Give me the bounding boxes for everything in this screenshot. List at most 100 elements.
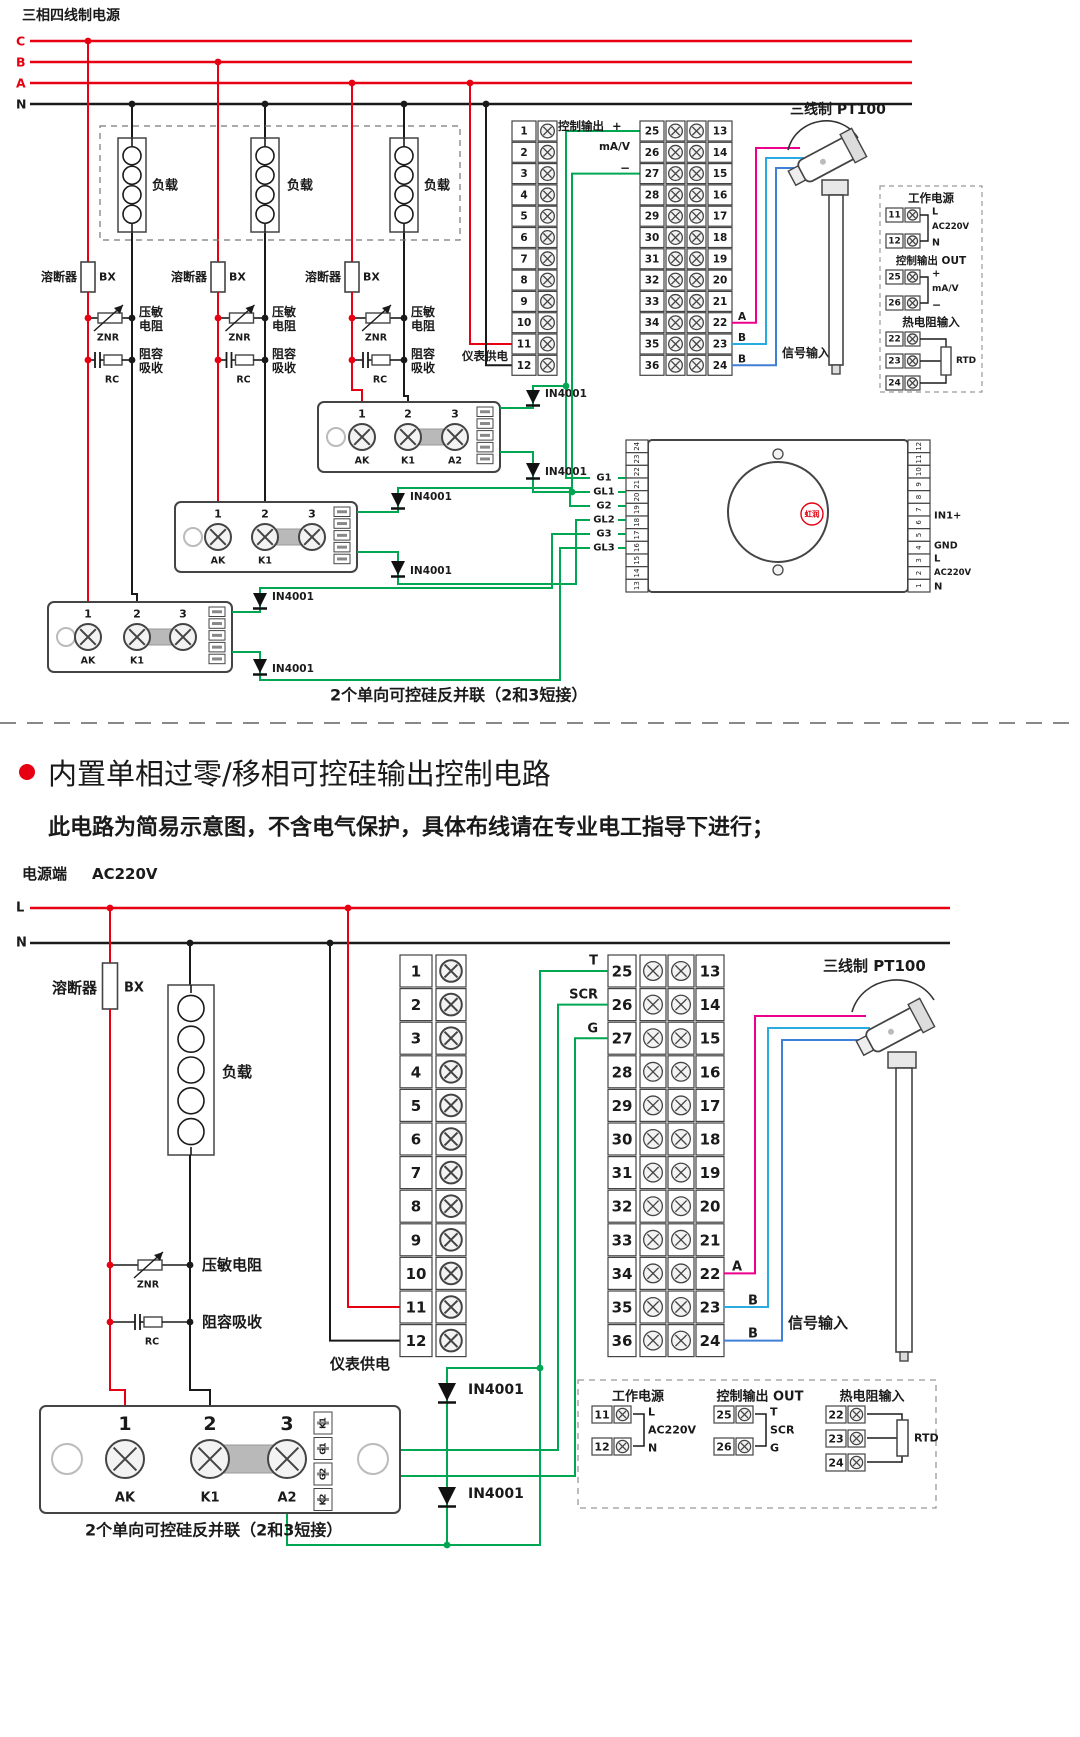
label: 溶断器 [305, 269, 342, 284]
terminal-number: 25 [612, 963, 633, 981]
pt100-sensor-head [787, 127, 868, 187]
varistor-icon [97, 312, 123, 324]
box [639, 269, 665, 291]
junction-dot [482, 100, 490, 108]
terminal-number: 15 [713, 168, 728, 180]
terminal-number: 28 [645, 189, 660, 201]
module-terminal-label: AK [115, 1491, 136, 1506]
screw-terminal [123, 623, 151, 651]
varistor-code: ZNR [365, 333, 388, 344]
rtd-resistor [896, 1419, 909, 1457]
terminal-number: 34 [612, 1265, 633, 1283]
screw-terminal [906, 355, 919, 367]
meter-terminal-number: 8 [915, 495, 923, 499]
label: B [748, 1327, 758, 1342]
screw-terminal [668, 336, 683, 352]
label: 溶断器 [171, 269, 208, 284]
caption: 2个单向可控硅反并联（2和3短接） [85, 1521, 342, 1540]
terminal-number: 33 [645, 296, 660, 308]
box [707, 205, 733, 227]
box [695, 1189, 725, 1223]
screw-terminal [849, 1407, 864, 1422]
diode-label: IN4001 [468, 1382, 524, 1398]
box [639, 354, 665, 376]
middle-section-heading: 内置单相过零/移相可控硅输出控制电路此电路为简易示意图，不含电气保护，具体布线请… [0, 722, 1080, 841]
terminal-number: 21 [700, 1231, 721, 1249]
box [399, 1189, 433, 1223]
screw-terminal [169, 623, 197, 651]
terminal-number: 26 [888, 299, 901, 309]
label: L [648, 1406, 655, 1419]
screw-terminal [642, 1162, 664, 1183]
screw-terminal [670, 1128, 692, 1150]
coil-loop [177, 1056, 205, 1084]
label: N [932, 238, 940, 249]
box [511, 248, 537, 270]
terminal-number: 8 [520, 275, 527, 287]
screw-terminal [441, 423, 469, 451]
screw-terminal [668, 272, 683, 288]
meter-terminal-number: 14 [633, 568, 641, 577]
junction-dot [400, 356, 408, 364]
module-terminal-label: K1 [401, 456, 415, 467]
box [607, 987, 637, 1022]
wire [334, 1037, 608, 1477]
legend-panel [577, 1379, 937, 1509]
meter-terminal-number: 22 [633, 467, 641, 476]
screw-terminal [668, 293, 683, 309]
screw-terminal [689, 166, 704, 182]
screw-terminal [670, 1095, 692, 1116]
box [511, 354, 537, 376]
wire [724, 1027, 870, 1308]
box [511, 141, 537, 163]
terminal-number: 26 [645, 147, 660, 159]
screw-terminal [670, 994, 692, 1015]
terminal-number: 26 [612, 996, 633, 1014]
wire [189, 1155, 211, 1406]
terminal-number: 11 [517, 339, 532, 351]
sensor-shaft [828, 194, 844, 366]
box [399, 987, 433, 1022]
label: G [587, 1022, 598, 1037]
box [885, 295, 904, 311]
wire [920, 276, 929, 304]
brand-logo [800, 502, 824, 526]
wire [109, 1009, 126, 1406]
junction-dot [348, 79, 356, 87]
box [511, 333, 537, 355]
sensor-nut [887, 1051, 917, 1069]
screw-terminal [670, 1330, 692, 1351]
module-terminal-number: 1 [84, 608, 92, 621]
terminal-number: 19 [700, 1164, 721, 1182]
screw-terminal [906, 209, 919, 221]
box [399, 954, 433, 988]
label: 压敏 [139, 304, 164, 319]
varistor-code: ZNR [97, 333, 120, 344]
terminal-number: 15 [700, 1030, 721, 1048]
label: 阻容吸收 [202, 1313, 262, 1331]
box [713, 1437, 735, 1456]
coil-loop [255, 165, 275, 186]
wire [500, 385, 590, 479]
label: T [770, 1406, 778, 1419]
terminal-number: 24 [828, 1457, 844, 1470]
label: RTD [914, 1432, 939, 1445]
meter-terminal-number: 2 [915, 571, 923, 575]
junction-dot [106, 1261, 114, 1269]
screw-terminal [642, 1263, 664, 1284]
wire [357, 487, 590, 513]
box [695, 1055, 725, 1089]
diode-icon [391, 561, 405, 575]
terminal-number: 19 [713, 253, 728, 265]
box [707, 226, 733, 249]
screw-terminal [439, 1127, 463, 1151]
screw-terminal [348, 423, 376, 451]
terminal-number: 20 [700, 1198, 721, 1216]
terminal-number: 32 [612, 1198, 633, 1216]
screw-terminal [74, 623, 102, 651]
terminal-number: 5 [411, 1097, 421, 1115]
box [639, 163, 665, 185]
box [695, 1021, 725, 1055]
screw-terminal [439, 1194, 463, 1218]
label: GND [934, 541, 958, 552]
